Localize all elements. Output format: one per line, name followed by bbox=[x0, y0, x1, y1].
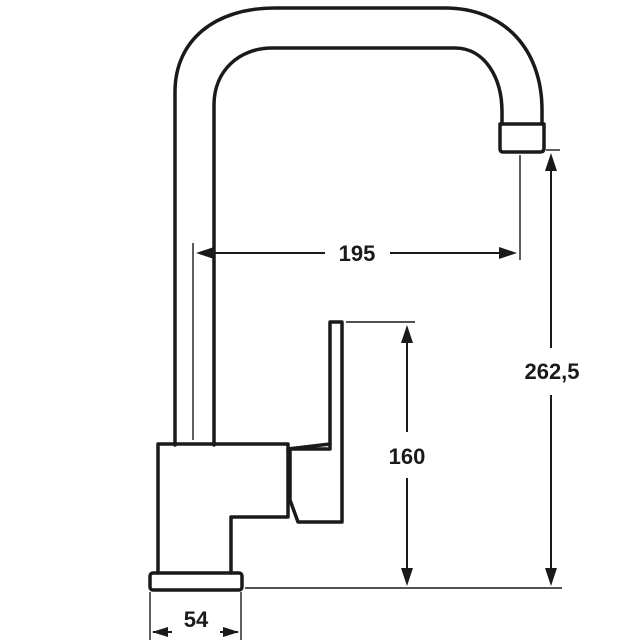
spout-reach-label: 195 bbox=[339, 241, 376, 266]
lever-handle bbox=[288, 320, 344, 524]
total-height-arrow-top bbox=[545, 153, 557, 171]
dimension-lever-height: 160 bbox=[346, 321, 426, 586]
total-height-arrow-bottom bbox=[545, 568, 557, 586]
spout-nozzle bbox=[498, 122, 546, 154]
spout-reach-arrow-right bbox=[499, 247, 517, 259]
spout-outer-outline bbox=[173, 6, 544, 447]
base-plate bbox=[148, 571, 244, 592]
dimensions: 195 262,5 160 5 bbox=[149, 149, 580, 640]
spout-reach-arrow-left bbox=[196, 247, 214, 259]
base-width-label: 54 bbox=[184, 607, 209, 632]
lever-joint-line bbox=[286, 442, 332, 451]
dimension-total-height: 262,5 bbox=[245, 149, 580, 589]
spout-inner-outline bbox=[212, 46, 504, 447]
dimension-base-width: 54 bbox=[149, 592, 242, 640]
base-width-arrow-right bbox=[223, 627, 239, 637]
mixer-body bbox=[156, 442, 290, 575]
dimension-spout-reach: 195 bbox=[192, 155, 521, 440]
base-width-arrow-left bbox=[152, 627, 168, 637]
lever-height-arrow-bottom bbox=[401, 568, 413, 586]
lever-height-arrow-top bbox=[401, 325, 413, 343]
lever-height-label: 160 bbox=[389, 444, 426, 469]
total-height-label: 262,5 bbox=[524, 359, 579, 384]
faucet bbox=[148, 6, 546, 592]
